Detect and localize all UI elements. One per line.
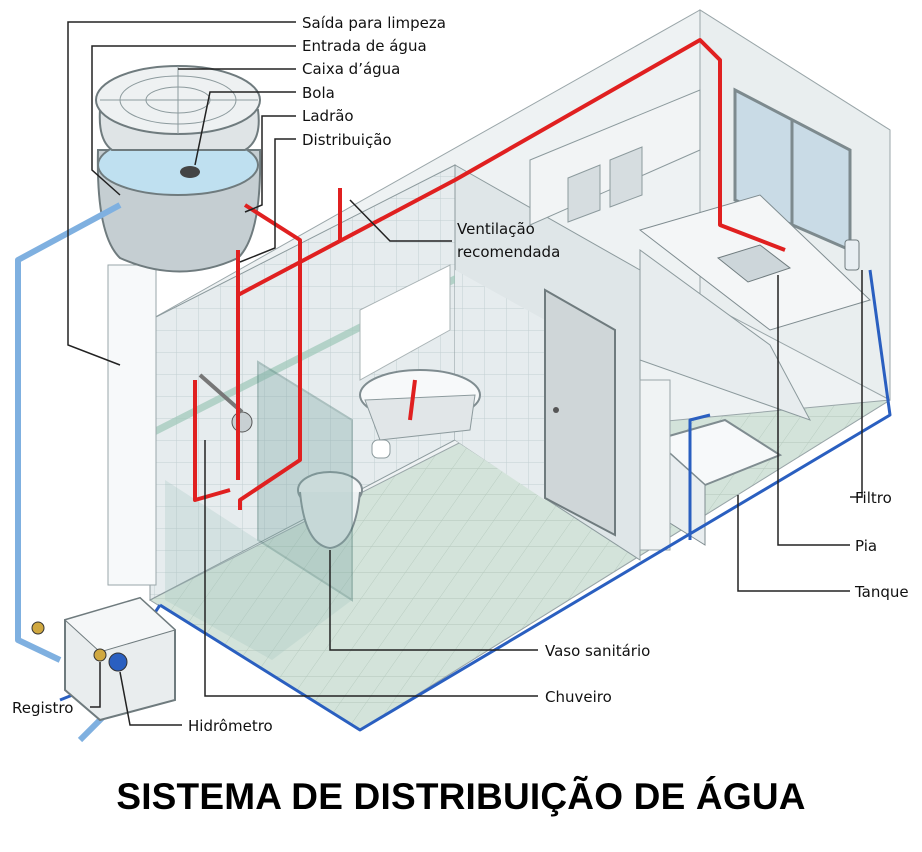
leader-filtro: [850, 270, 863, 498]
shower-glass: [257, 360, 353, 602]
label-tanque: Tanque: [854, 583, 909, 601]
water-filter: [844, 239, 860, 271]
water-distribution-diagram: Saída para limpeza Entrada de água Caixa…: [12, 9, 909, 743]
label-distribuicao: Distribuição: [302, 131, 392, 149]
label-vaso-sanitario: Vaso sanitário: [545, 642, 650, 660]
float-ball: [180, 166, 200, 178]
leader-pia: [777, 275, 850, 546]
label-pia: Pia: [855, 537, 877, 555]
water-tank: [95, 65, 262, 586]
toilet-paper: [371, 439, 391, 459]
bathroom-door: [544, 288, 616, 537]
leader-lines: [67, 21, 863, 726]
label-registro: Registro: [12, 699, 73, 717]
label-chuveiro: Chuveiro: [545, 688, 612, 706]
label-entrada-agua: Entrada de água: [302, 37, 427, 55]
partition-wall-tiles: [455, 270, 545, 500]
registro-valve: [93, 648, 107, 662]
leader-vaso: [329, 550, 538, 651]
hot-pipes: [193, 38, 786, 510]
leader-tanque: [737, 495, 850, 592]
kitchen-sink: [716, 244, 792, 283]
labels: Saída para limpeza Entrada de água Caixa…: [12, 14, 909, 735]
label-ventilacao-line1: Ventilação: [457, 220, 535, 238]
leader-saida-limpeza: [67, 21, 296, 366]
hydrometer-box: [31, 596, 176, 722]
leader-distribuicao: [239, 138, 296, 263]
label-ladrao: Ladrão: [302, 107, 354, 125]
diagram-title: SISTEMA DE DISTRIBUIÇÃO DE ÁGUA: [116, 776, 806, 817]
shower-head: [231, 411, 253, 433]
label-caixa-agua: Caixa d’água: [302, 60, 400, 78]
door-knob: [553, 407, 559, 413]
cold-supply-pipe: [15, 202, 122, 663]
leader-bola: [194, 91, 296, 166]
leader-chuveiro: [204, 440, 538, 697]
leader-ladrao: [244, 115, 296, 213]
leader-entrada-agua: [91, 45, 296, 196]
leader-registro: [90, 662, 101, 708]
label-ventilacao-line2: recomendada: [457, 243, 560, 261]
lower-cabinets: [639, 249, 812, 421]
label-saida-limpeza: Saída para limpeza: [302, 14, 446, 32]
leader-ventilacao: [349, 199, 452, 242]
leader-hidrometro: [119, 671, 182, 726]
label-bola: Bola: [302, 84, 335, 102]
building: [148, 9, 891, 731]
label-filtro: Filtro: [855, 489, 892, 507]
label-hidrometro: Hidrômetro: [188, 717, 273, 735]
hydrometer-dial: [108, 652, 128, 672]
mirror: [359, 264, 451, 381]
